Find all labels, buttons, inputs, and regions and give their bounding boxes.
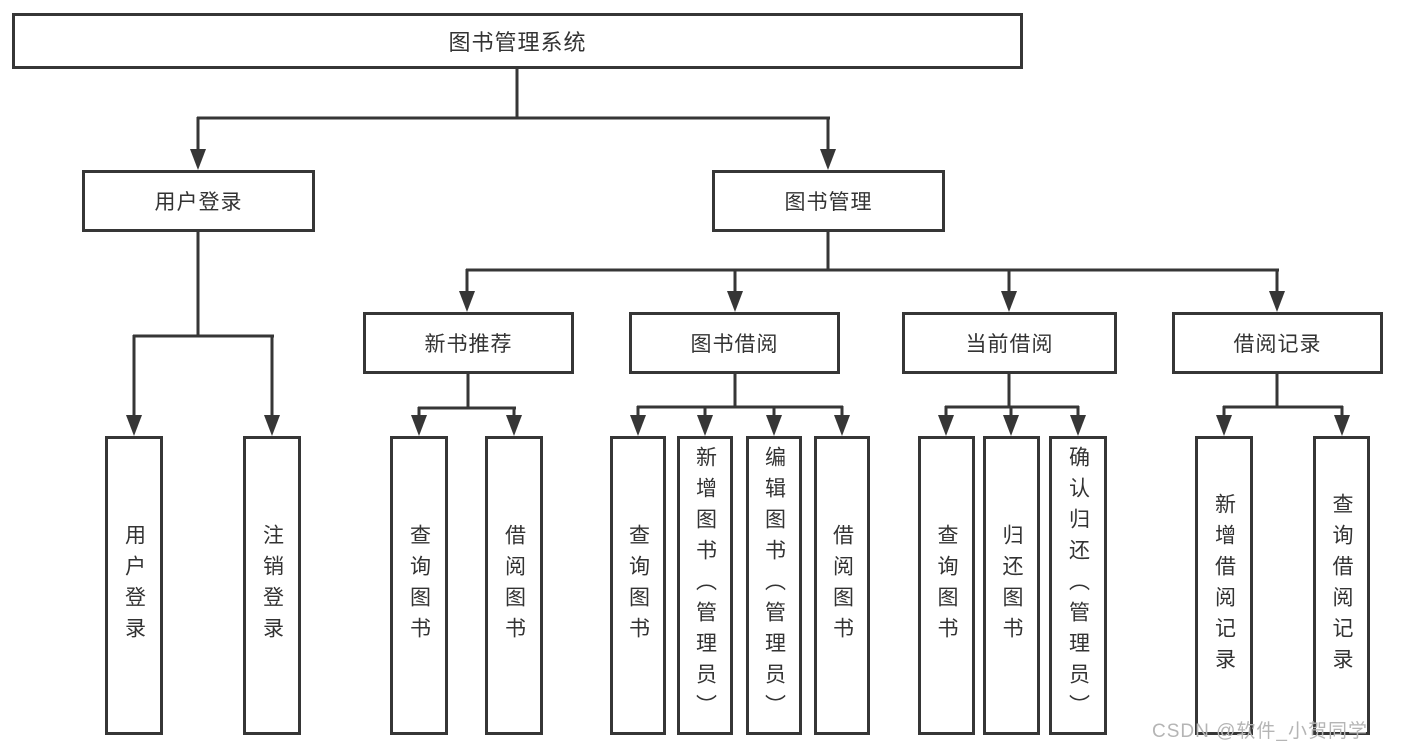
node-label: 新增图书（管理员） <box>693 446 717 725</box>
node-label: 图书管理 <box>784 191 873 214</box>
leaf-logout: 注销登录 <box>243 436 301 735</box>
node-label: 图书管理系统 <box>448 30 587 55</box>
leaf-query-books-current: 查询图书 <box>918 436 975 735</box>
leaf-borrow-books-recommend: 借阅图书 <box>485 436 543 735</box>
leaf-query-borrow-record: 查询借阅记录 <box>1313 436 1370 735</box>
node-library-management-system: 图书管理系统 <box>12 13 1023 69</box>
node-label: 归还图书 <box>1000 523 1023 648</box>
node-book-borrowing: 图书借阅 <box>629 312 840 374</box>
node-label: 当前借阅 <box>965 333 1054 356</box>
node-label: 新书推荐 <box>424 333 513 356</box>
node-new-book-recommend: 新书推荐 <box>363 312 574 374</box>
csdn-watermark: CSDN @软件_小贺同学 <box>1152 721 1368 742</box>
leaf-user-login: 用户登录 <box>105 436 163 735</box>
node-label: 确认归还（管理员） <box>1066 446 1090 725</box>
node-label: 借阅记录 <box>1233 333 1322 356</box>
leaf-query-books-recommend: 查询图书 <box>390 436 448 735</box>
node-label: 图书借阅 <box>690 333 779 356</box>
node-label: 查询图书 <box>407 523 431 648</box>
node-label: 用户登录 <box>122 523 146 648</box>
leaf-return-book: 归还图书 <box>983 436 1040 735</box>
node-label: 用户登录 <box>154 191 243 214</box>
node-current-borrowing: 当前借阅 <box>902 312 1117 374</box>
node-label: 注销登录 <box>260 523 284 648</box>
leaf-edit-book-admin: 编辑图书（管理员） <box>746 436 802 735</box>
leaf-query-books-borrow: 查询图书 <box>610 436 666 735</box>
node-label: 查询图书 <box>935 523 958 648</box>
node-label: 借阅图书 <box>830 523 854 648</box>
node-user-login: 用户登录 <box>82 170 315 232</box>
node-borrowing-records: 借阅记录 <box>1172 312 1383 374</box>
node-label: 查询图书 <box>626 523 650 648</box>
node-label: 查询借阅记录 <box>1330 492 1353 679</box>
leaf-confirm-return-admin: 确认归还（管理员） <box>1049 436 1107 735</box>
leaf-add-book-admin: 新增图书（管理员） <box>677 436 733 735</box>
node-book-management: 图书管理 <box>712 170 945 232</box>
node-label: 借阅图书 <box>502 523 526 648</box>
leaf-add-borrow-record: 新增借阅记录 <box>1195 436 1253 735</box>
node-label: 新增借阅记录 <box>1212 492 1236 679</box>
leaf-borrow-books: 借阅图书 <box>814 436 870 735</box>
node-label: 编辑图书（管理员） <box>762 446 786 725</box>
